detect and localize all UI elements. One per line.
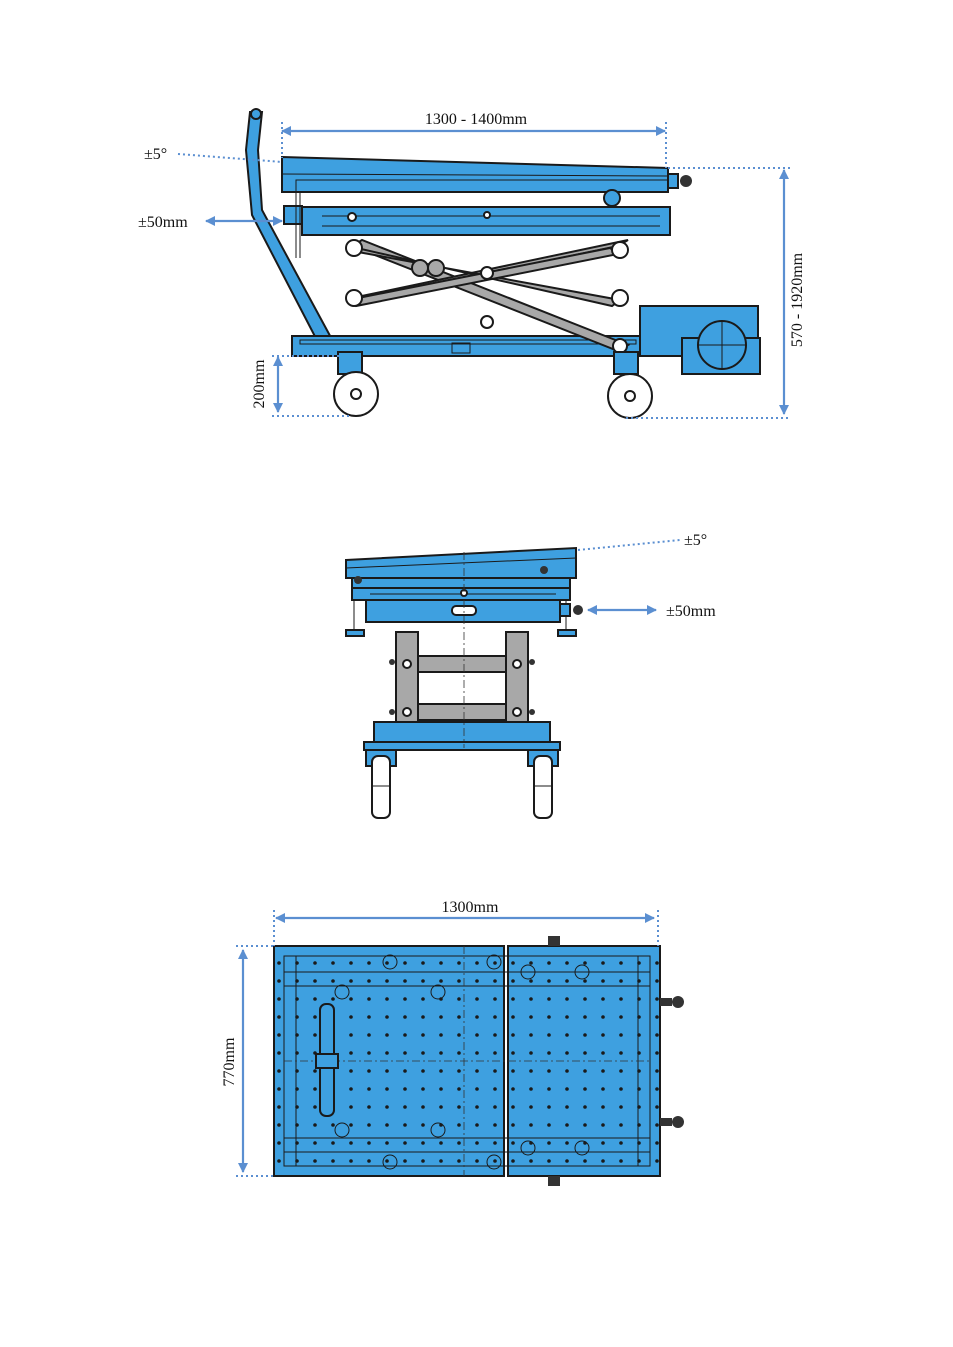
side-view: 1300 - 1400mm ±5° ±50mm 570 - 1920mm 200… [138,108,806,419]
side-shift-label: ±50mm [138,214,188,231]
front-view: ±5° ±50mm [345,532,716,819]
front-left-wheel [365,749,397,819]
front-shift-label: ±50mm [666,603,716,620]
rear-wheel [333,351,379,417]
top-depth-label: 770mm [221,1037,238,1086]
ground-clearance-label: 200mm [251,359,268,408]
front-wheel [607,351,653,419]
top-width-label: 1300mm [442,899,499,916]
height-label: 570 - 1920mm [789,252,806,347]
side-tilt-label: ±5° [144,146,167,163]
front-base [373,721,551,745]
tilt-leader-line [177,153,283,163]
top-view: 1300mm 770mm [221,899,684,1186]
scissor-mechanism [345,238,631,354]
front-right-wheel [527,749,559,819]
length-label: 1300 - 1400mm [425,111,528,128]
front-tilt-leader-line [577,539,681,551]
front-tilt-label: ±5° [684,532,707,549]
